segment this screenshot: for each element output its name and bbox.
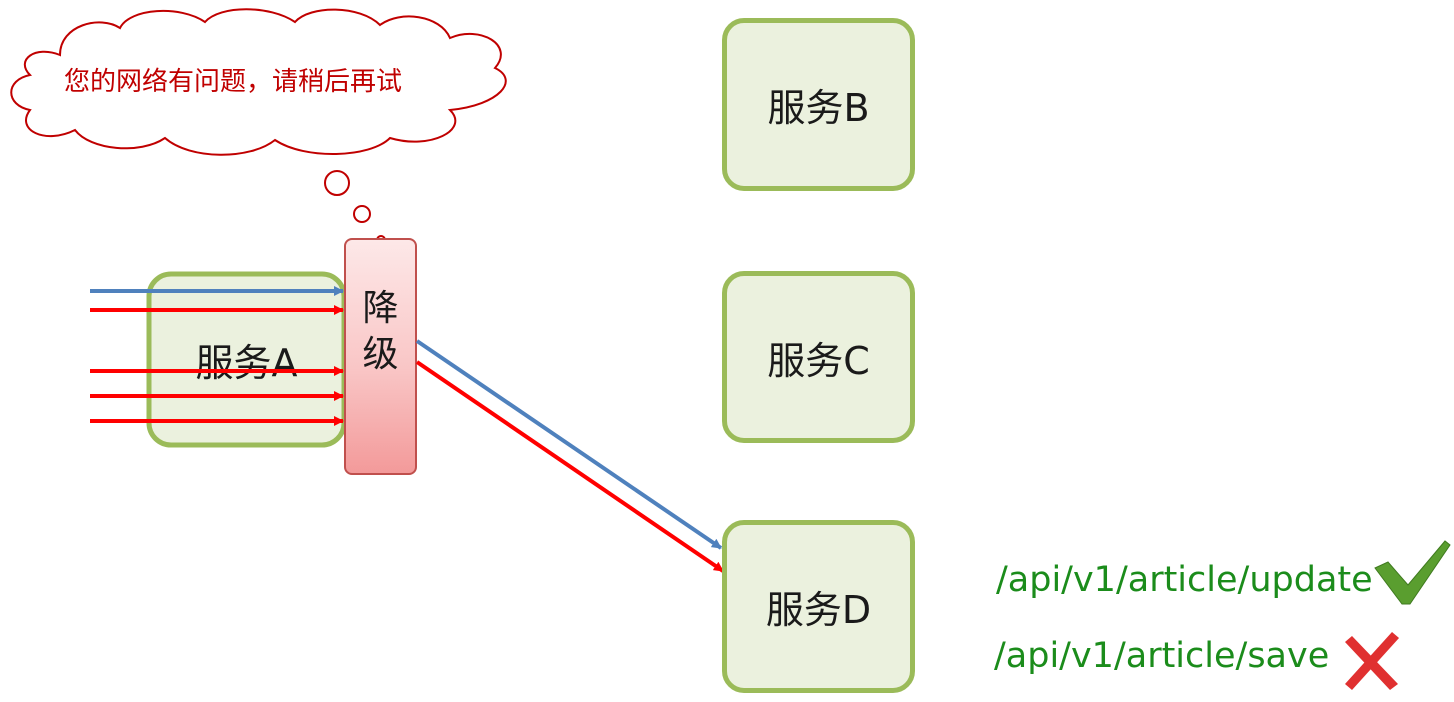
check-icon [1374, 540, 1451, 605]
thought-cloud [10, 8, 507, 156]
service-c-box: 服务C [722, 271, 915, 443]
thought-bubble-large [324, 170, 350, 196]
endpoint-update: /api/v1/article/update [996, 560, 1373, 600]
cross-icon [1345, 632, 1399, 690]
outgoing-request-blue [415, 339, 723, 550]
degrade-filter: 降级 [344, 238, 417, 475]
outgoing-request-red [415, 360, 725, 573]
service-d-box: 服务D [722, 520, 915, 693]
service-b-label: 服务B [767, 86, 870, 130]
cloud-message: 您的网络有问题，请稍后再试 [64, 67, 403, 97]
thought-bubble-medium [353, 205, 371, 223]
degrade-label: 降级 [362, 287, 399, 375]
endpoint-save: /api/v1/article/save [994, 636, 1330, 676]
service-d-label: 服务D [765, 588, 872, 632]
service-c-label: 服务C [767, 338, 870, 383]
service-b-box: 服务B [722, 18, 915, 191]
service-a-label: 服务A [195, 341, 298, 385]
